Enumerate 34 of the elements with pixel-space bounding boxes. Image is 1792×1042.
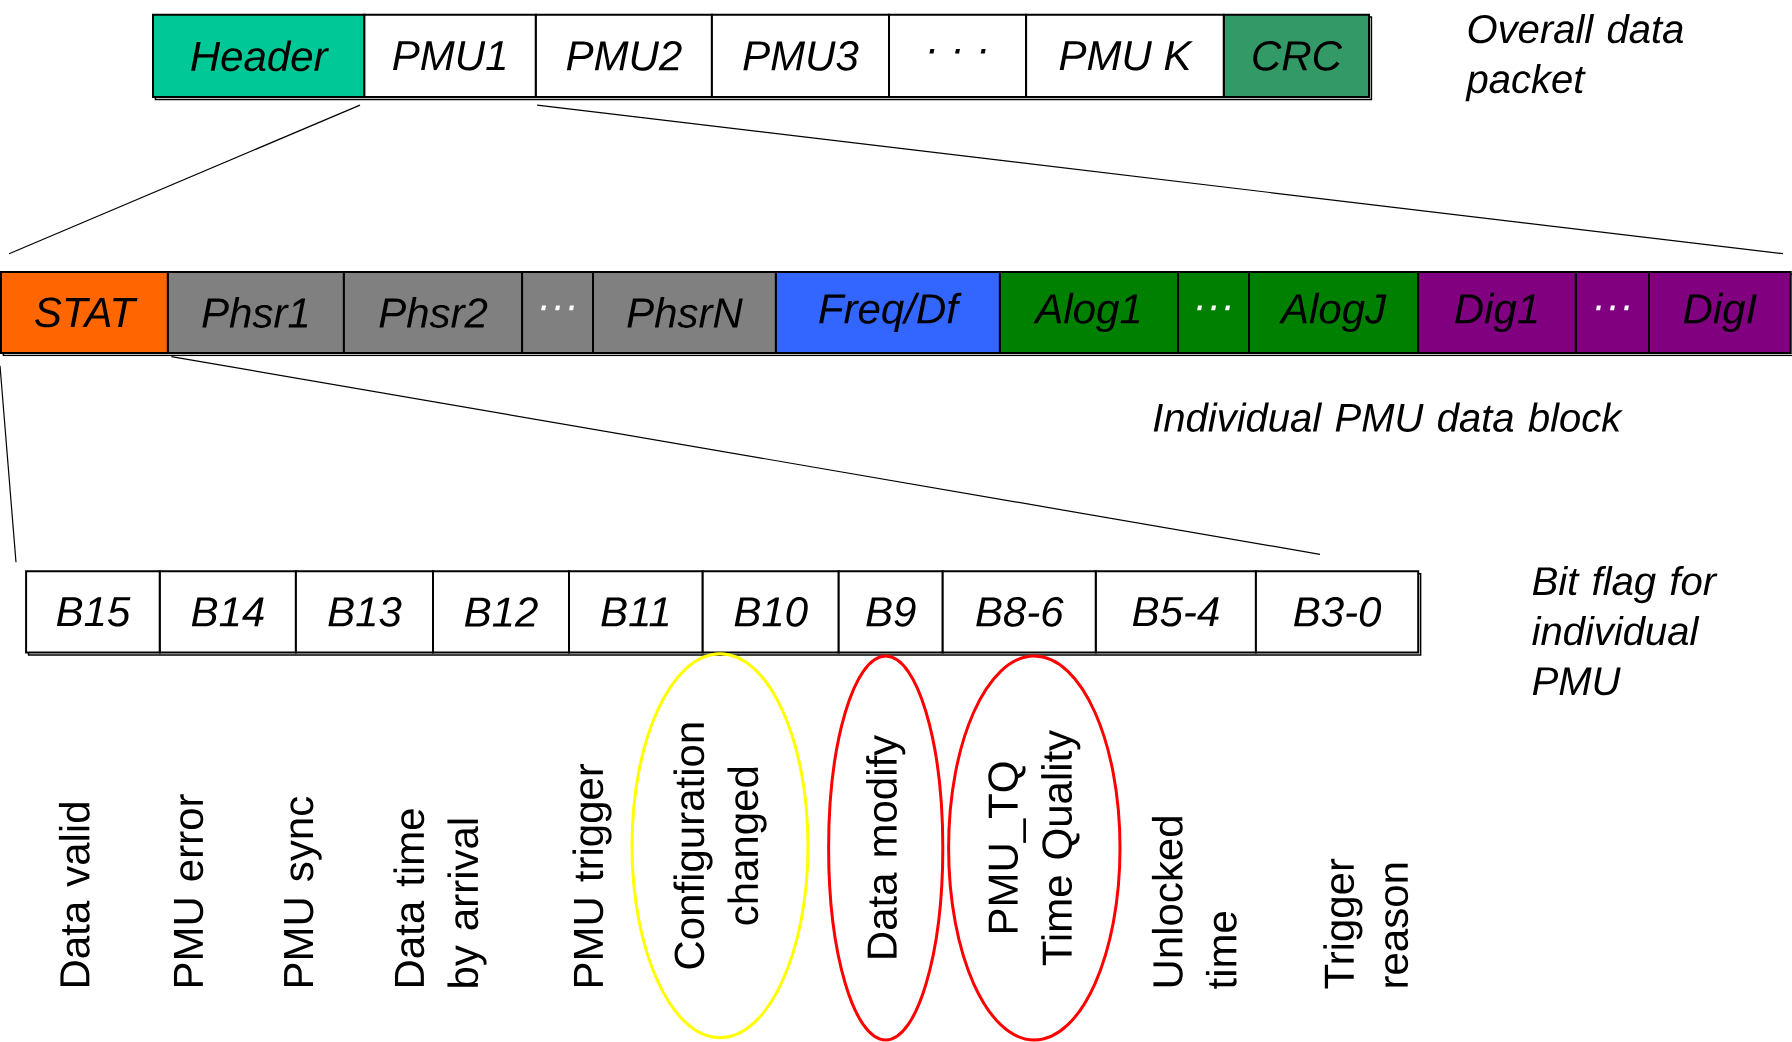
caption-text: Overall data packet <box>1465 13 1683 102</box>
bit-label: Data valid <box>58 803 90 987</box>
field-cell: ··· <box>521 270 594 354</box>
bit-label: Trigger reason <box>1323 858 1409 989</box>
field-cell: PMU3 <box>710 13 890 98</box>
field-cell: Freq/Df <box>774 270 1001 354</box>
bit-cell: B3-0 <box>1254 570 1420 654</box>
field-cell: PMU2 <box>534 13 713 98</box>
bit-cell: B11 <box>568 570 704 654</box>
bit-label: PMU sync <box>284 796 322 987</box>
bit-cell: B13 <box>294 570 434 654</box>
bit-cell: B14 <box>158 570 297 654</box>
caption-text: Individual PMU data block <box>1153 402 1623 432</box>
bit-cell: B8-6 <box>941 570 1097 654</box>
field-cell: Header <box>152 13 366 98</box>
bit-label: PMU trigger <box>572 763 612 987</box>
field-cell: PMU K <box>1025 13 1225 98</box>
field-cell: ··· <box>1574 270 1650 354</box>
bit-label: Data time by arrival <box>393 809 487 987</box>
bit-label: PMU error <box>173 794 204 987</box>
bit-cell: B9 <box>837 570 944 654</box>
field-cell: ··· <box>1177 270 1250 354</box>
bit-cell: B12 <box>432 570 570 654</box>
bit-cell: B10 <box>701 570 840 654</box>
field-cell: STAT <box>0 270 169 354</box>
field-cell: Phsr1 <box>166 270 345 354</box>
field-cell: PMU1 <box>363 13 537 98</box>
field-cell: · · · <box>888 13 1028 98</box>
field-cell: DigI <box>1648 270 1792 354</box>
bit-cell: B15 <box>25 570 161 654</box>
field-cell: CRC <box>1222 13 1370 98</box>
bit-cell: B5-4 <box>1094 570 1257 654</box>
node-label: DigI <box>1683 292 1757 333</box>
caption-text: Bit flag for individual PMU <box>1532 565 1718 696</box>
